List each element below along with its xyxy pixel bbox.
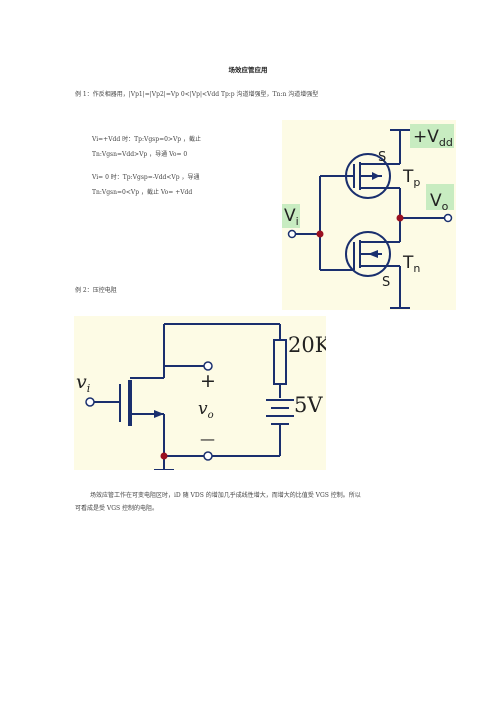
resistor-label: 20K [288,333,326,357]
tp-source-label: S [378,150,386,165]
vo-terminal [443,213,453,223]
vdd-label: +Vdd [413,127,453,149]
vo-plus-terminal [203,361,213,371]
mosfet-arrow [154,410,164,418]
cmos-inverter-diagram: +Vdd S Tp Vo Vi Tn S [282,120,456,310]
vo-minus-sign: — [200,430,215,448]
output-node [396,214,404,222]
tn-source-label: S [382,275,390,290]
vo-label-bg [426,184,454,210]
tn-body [345,231,391,277]
diagram-background [282,120,456,310]
tp-label: Tp [402,167,420,189]
vdd-label-bg [410,124,454,148]
vo-label: Vo [430,191,449,213]
example1-line3: Vi= 0 时：Tp:Vgsp=-Vdd<Vp ，导通 [92,174,200,181]
vi-terminal [287,229,297,239]
vi-label: vi [76,371,90,395]
example1-line1: Vi=+Vdd 时：Tp:Vgsp=0>Vp ，截止 [92,136,202,143]
vo-minus-terminal [203,451,213,461]
vi-label: Vi [284,206,299,228]
example1-line4: Tn:Vgsn=0<Vp ，截止 Vo= +Vdd [92,189,193,196]
tp-bulk-arrow [372,172,380,180]
battery-label: 5V [294,393,323,417]
vi-terminal [85,397,95,407]
example2-heading: 例 2：压控电阻 [75,287,117,294]
vo-plus-sign: + [200,370,216,392]
vo-label: vo [198,399,214,421]
vi-label-bg [282,204,300,228]
tn-bulk-arrow [368,250,378,258]
footer-line1: 场效应管工作在可变电阻区时，iD 随 VDS 的增加几乎成线性增大，而增大的比值… [90,492,361,499]
ground-node [160,452,168,460]
tn-label: Tn [402,253,420,275]
example1-line2: Tn:Vgsn=Vdd>Vp ，导通 Vo= 0 [92,151,188,158]
footer-line2: 可看成是受 VGS 控制的电阻。 [75,505,159,512]
example1-heading: 例 1：作反相器用，|Vp1|=|Vp2|=Vp 0<|Vp|<Vdd Tp:p… [75,91,319,98]
input-node [316,230,324,238]
diagram-background [74,316,326,470]
page-title: 场效应管应用 [228,66,268,74]
voltage-controlled-resistor-diagram: 20K 5V vi vo + — [74,316,326,470]
